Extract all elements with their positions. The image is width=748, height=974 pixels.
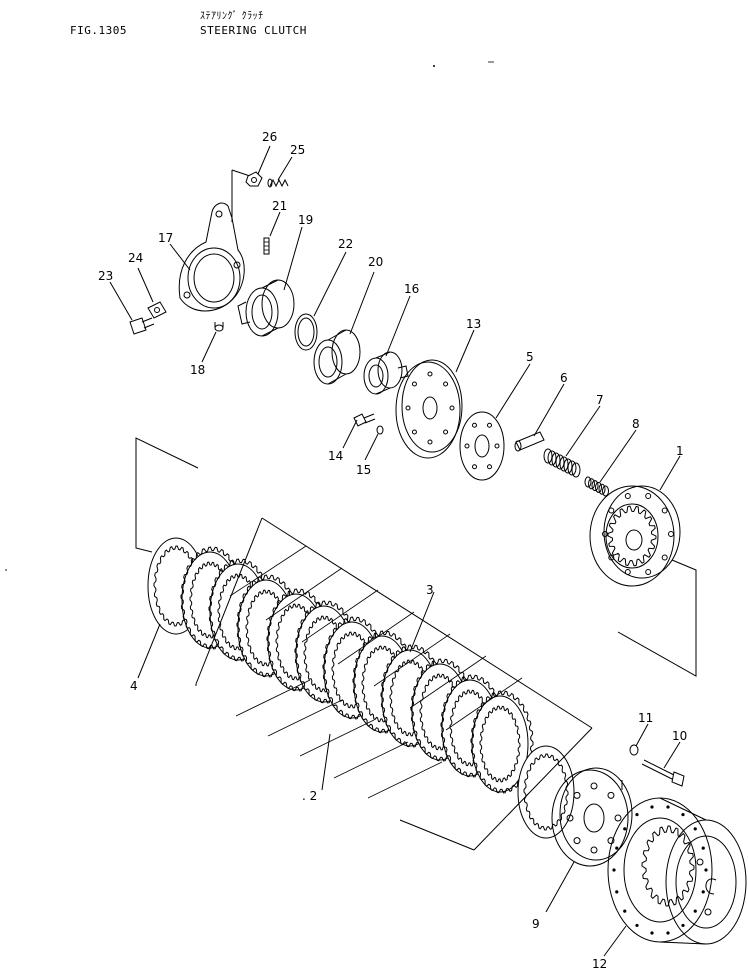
- pressure-plate-9: [551, 767, 633, 867]
- callout-15: 15: [356, 463, 371, 477]
- callout-5: 5: [526, 350, 534, 364]
- washer-15: [376, 425, 384, 435]
- callout-20: 20: [368, 255, 383, 269]
- bearing-20: [313, 329, 361, 385]
- callout-1: 1: [676, 444, 684, 458]
- callout-14: 14: [328, 449, 343, 463]
- spring-21: [263, 237, 270, 255]
- bracket-17: [178, 169, 251, 312]
- callout-4: 4: [130, 679, 138, 693]
- clutch-plate-stack: [147, 537, 575, 839]
- washer-11: [629, 744, 639, 756]
- callout-6: 6: [560, 371, 568, 385]
- callout-labels: 1 . 2 3 4 5 6 7 8 9 10 11 12 13 14 15 16…: [98, 130, 687, 971]
- bolt-10: [641, 759, 685, 787]
- callout-21: 21: [272, 199, 287, 213]
- callout-9: 9: [532, 917, 540, 931]
- clutch-plate: [517, 745, 575, 839]
- spring-25: [267, 178, 289, 188]
- bolt-23: [129, 317, 155, 335]
- title-english: STEERING CLUTCH: [200, 24, 307, 37]
- spring-7: [543, 448, 581, 478]
- callout-26: 26: [262, 130, 277, 144]
- collar-19: [237, 279, 295, 337]
- callout-24: 24: [128, 251, 143, 265]
- drum-disc-13: [395, 359, 463, 459]
- nut-26: [245, 171, 263, 187]
- plate-5: [459, 411, 505, 481]
- callout-18: 18: [190, 363, 205, 377]
- callout-11: 11: [638, 711, 653, 725]
- figure-number: FIG.1305: [70, 24, 127, 37]
- title-japanese: ｽﾃｱﾘﾝｸﾞ ｸﾗｯﾁ: [200, 11, 264, 22]
- reference-lines: [135, 437, 697, 851]
- callout-13: 13: [466, 317, 481, 331]
- callout-12: 12: [592, 957, 607, 971]
- washer-24: [147, 301, 167, 319]
- callout-19: 19: [298, 213, 313, 227]
- callout-10: 10: [672, 729, 687, 743]
- stray-marks: [5, 61, 494, 571]
- callout-17: 17: [158, 231, 173, 245]
- callout-3: 3: [426, 583, 434, 597]
- callout-8: 8: [632, 417, 640, 431]
- callout-23: 23: [98, 269, 113, 283]
- hub-16: [363, 351, 409, 395]
- callout-2: . 2: [302, 789, 317, 803]
- snap-ring-22: [294, 313, 318, 351]
- pin-18: [214, 322, 224, 332]
- clutch-plate: [470, 690, 534, 794]
- hub-gear-1: [589, 485, 681, 587]
- callout-22: 22: [338, 237, 353, 251]
- bolt-14: [353, 413, 376, 427]
- pin-6: [514, 431, 545, 452]
- spring-8: [584, 476, 609, 497]
- clutch-drum-12: [607, 797, 747, 945]
- leader-lines: [109, 145, 681, 957]
- callout-25: 25: [290, 143, 305, 157]
- callout-7: 7: [596, 393, 604, 407]
- callout-16: 16: [404, 282, 419, 296]
